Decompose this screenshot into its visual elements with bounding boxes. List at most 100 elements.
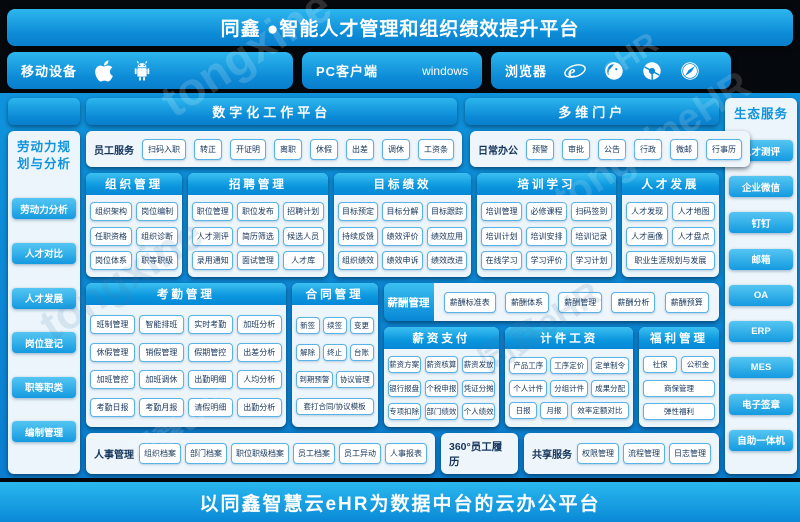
sidebar-item-button[interactable]: 编制管理 — [12, 421, 76, 443]
talent-development-button[interactable]: 人才画像 — [625, 226, 669, 246]
attendance-button[interactable]: 智能排班 — [138, 314, 184, 334]
shared-services-button[interactable]: 流程管理 — [623, 443, 665, 464]
organization-button[interactable]: 组织诊断 — [136, 226, 179, 246]
welfare-button[interactable]: 社保 — [643, 356, 678, 374]
employee-service-button[interactable]: 休假 — [310, 138, 338, 160]
training-button[interactable]: 必修课程 — [526, 201, 567, 221]
recruitment-button[interactable]: 简历筛选 — [237, 226, 279, 246]
piecework-button[interactable]: 月报 — [540, 402, 568, 420]
contract-button[interactable]: 解除 — [295, 344, 320, 361]
contract-button[interactable]: 到期预警 — [295, 371, 334, 388]
piecework-button[interactable]: 分组计件 — [550, 379, 589, 397]
employee-service-button[interactable]: 出差 — [346, 138, 374, 160]
daily-office-button[interactable]: 公告 — [598, 138, 626, 160]
training-button[interactable]: 培训安排 — [526, 226, 567, 246]
attendance-button[interactable]: 销假管理 — [138, 342, 184, 362]
payroll-button[interactable]: 薪资核算 — [424, 356, 459, 374]
daily-office-button[interactable]: 行政 — [634, 138, 662, 160]
performance-button[interactable]: 目标预定 — [337, 201, 379, 221]
performance-button[interactable]: 持续反馈 — [337, 226, 379, 246]
employee-service-button[interactable]: 调休 — [382, 138, 410, 160]
attendance-button[interactable]: 出勤分析 — [236, 398, 282, 418]
recruitment-button[interactable]: 职位发布 — [237, 201, 279, 221]
attendance-button[interactable]: 出勤明细 — [187, 370, 233, 390]
attendance-button[interactable]: 实时考勤 — [187, 314, 233, 334]
attendance-button[interactable]: 请假明细 — [187, 398, 233, 418]
sidebar-item-button[interactable]: 劳动力分析 — [12, 198, 76, 220]
performance-button[interactable]: 绩效改进 — [426, 251, 468, 271]
ecosystem-item-button[interactable]: MES — [729, 357, 793, 379]
performance-button[interactable]: 绩效申诉 — [382, 251, 423, 271]
shared-services-button[interactable]: 权限管理 — [577, 443, 619, 464]
ecosystem-item-button[interactable]: 电子签章 — [729, 393, 793, 415]
hr-files-button[interactable]: 职位职级档案 — [231, 443, 289, 464]
piecework-button[interactable]: 定单制令 — [591, 356, 630, 374]
attendance-button[interactable]: 休假管理 — [90, 342, 135, 362]
attendance-button[interactable]: 加班分析 — [236, 314, 282, 334]
payroll-button[interactable]: 个人绩效 — [462, 402, 496, 420]
payroll-button[interactable]: 薪资发放 — [462, 356, 496, 374]
recruitment-button[interactable]: 人才测评 — [192, 226, 234, 246]
organization-button[interactable]: 岗位编制 — [136, 201, 179, 221]
hr-files-button[interactable]: 员工档案 — [293, 443, 335, 464]
recruitment-button[interactable]: 人才库 — [282, 251, 324, 271]
talent-development-button[interactable]: 人才发现 — [625, 201, 669, 221]
employee-service-button[interactable]: 扫码入职 — [142, 138, 186, 160]
sidebar-item-button[interactable]: 岗位登记 — [12, 332, 76, 354]
payroll-button[interactable]: 专项扣除 — [387, 402, 421, 420]
recruitment-button[interactable]: 录用通知 — [192, 251, 234, 271]
training-button[interactable]: 培训记录 — [570, 226, 612, 246]
attendance-button[interactable]: 考勤日报 — [90, 398, 135, 418]
talent-development-button[interactable]: 人才盘点 — [672, 226, 715, 246]
piecework-button[interactable]: 效率定额对比 — [570, 402, 630, 420]
training-button[interactable]: 培训管理 — [481, 201, 523, 221]
employee-service-button[interactable]: 转正 — [194, 138, 222, 160]
payroll-button[interactable]: 部门绩效 — [424, 402, 459, 420]
sidebar-item-button[interactable]: 职等职类 — [12, 376, 76, 398]
performance-button[interactable]: 绩效评价 — [382, 226, 423, 246]
piecework-button[interactable]: 个人计件 — [509, 379, 548, 397]
attendance-button[interactable]: 加班管控 — [90, 370, 135, 390]
payroll-button[interactable]: 银行报盘 — [387, 379, 421, 397]
contract-button[interactable]: 终止 — [322, 344, 347, 361]
recruitment-button[interactable]: 候选人员 — [282, 226, 324, 246]
training-button[interactable]: 学习计划 — [570, 251, 612, 271]
hr-files-button[interactable]: 部门档案 — [185, 443, 227, 464]
talent-development-button[interactable]: 人才地图 — [672, 201, 715, 221]
compensation-button[interactable]: 薪酬预算 — [664, 291, 709, 313]
daily-office-button[interactable]: 预警 — [526, 138, 554, 160]
payroll-button[interactable]: 凭证分摊 — [462, 379, 496, 397]
compensation-button[interactable]: 薪酬标准表 — [443, 291, 496, 313]
contract-button[interactable]: 新签 — [295, 317, 320, 334]
attendance-button[interactable]: 加班调休 — [138, 370, 184, 390]
contract-button[interactable]: 台账 — [349, 344, 374, 361]
employee-service-button[interactable]: 离职 — [274, 138, 302, 160]
daily-office-button[interactable]: 审批 — [562, 138, 590, 160]
piecework-button[interactable]: 日报 — [509, 402, 538, 420]
training-button[interactable]: 扫码签到 — [570, 201, 612, 221]
contract-button[interactable]: 套打合同/协议模板 — [295, 398, 374, 415]
contract-button[interactable]: 变更 — [349, 317, 374, 334]
contract-button[interactable]: 续签 — [322, 317, 347, 334]
welfare-button[interactable]: 公积金 — [681, 356, 715, 374]
training-button[interactable]: 在线学习 — [481, 251, 523, 271]
hr-files-button[interactable]: 员工异动 — [339, 443, 381, 464]
shared-services-button[interactable]: 日志管理 — [669, 443, 711, 464]
organization-button[interactable]: 任职资格 — [90, 226, 133, 246]
daily-office-button[interactable]: 行事历 — [706, 138, 742, 160]
organization-button[interactable]: 组织架构 — [90, 201, 133, 221]
performance-button[interactable]: 绩效应用 — [426, 226, 468, 246]
ecosystem-item-button[interactable]: 自助一体机 — [729, 429, 793, 451]
recruitment-button[interactable]: 职位管理 — [192, 201, 234, 221]
piecework-button[interactable]: 产品工序 — [509, 356, 548, 374]
attendance-button[interactable]: 考勤月报 — [138, 398, 184, 418]
employee-service-button[interactable]: 开证明 — [230, 138, 266, 160]
attendance-button[interactable]: 假期管控 — [187, 342, 233, 362]
employee-service-button[interactable]: 工资条 — [418, 138, 454, 160]
organization-button[interactable]: 岗位体系 — [90, 251, 133, 271]
talent-development-button[interactable]: 职业生涯规划与发展 — [625, 251, 715, 271]
ecosystem-item-button[interactable]: OA — [729, 284, 793, 306]
performance-button[interactable]: 组织绩效 — [337, 251, 379, 271]
performance-button[interactable]: 目标分解 — [382, 201, 423, 221]
hr-files-button[interactable]: 组织档案 — [139, 443, 181, 464]
